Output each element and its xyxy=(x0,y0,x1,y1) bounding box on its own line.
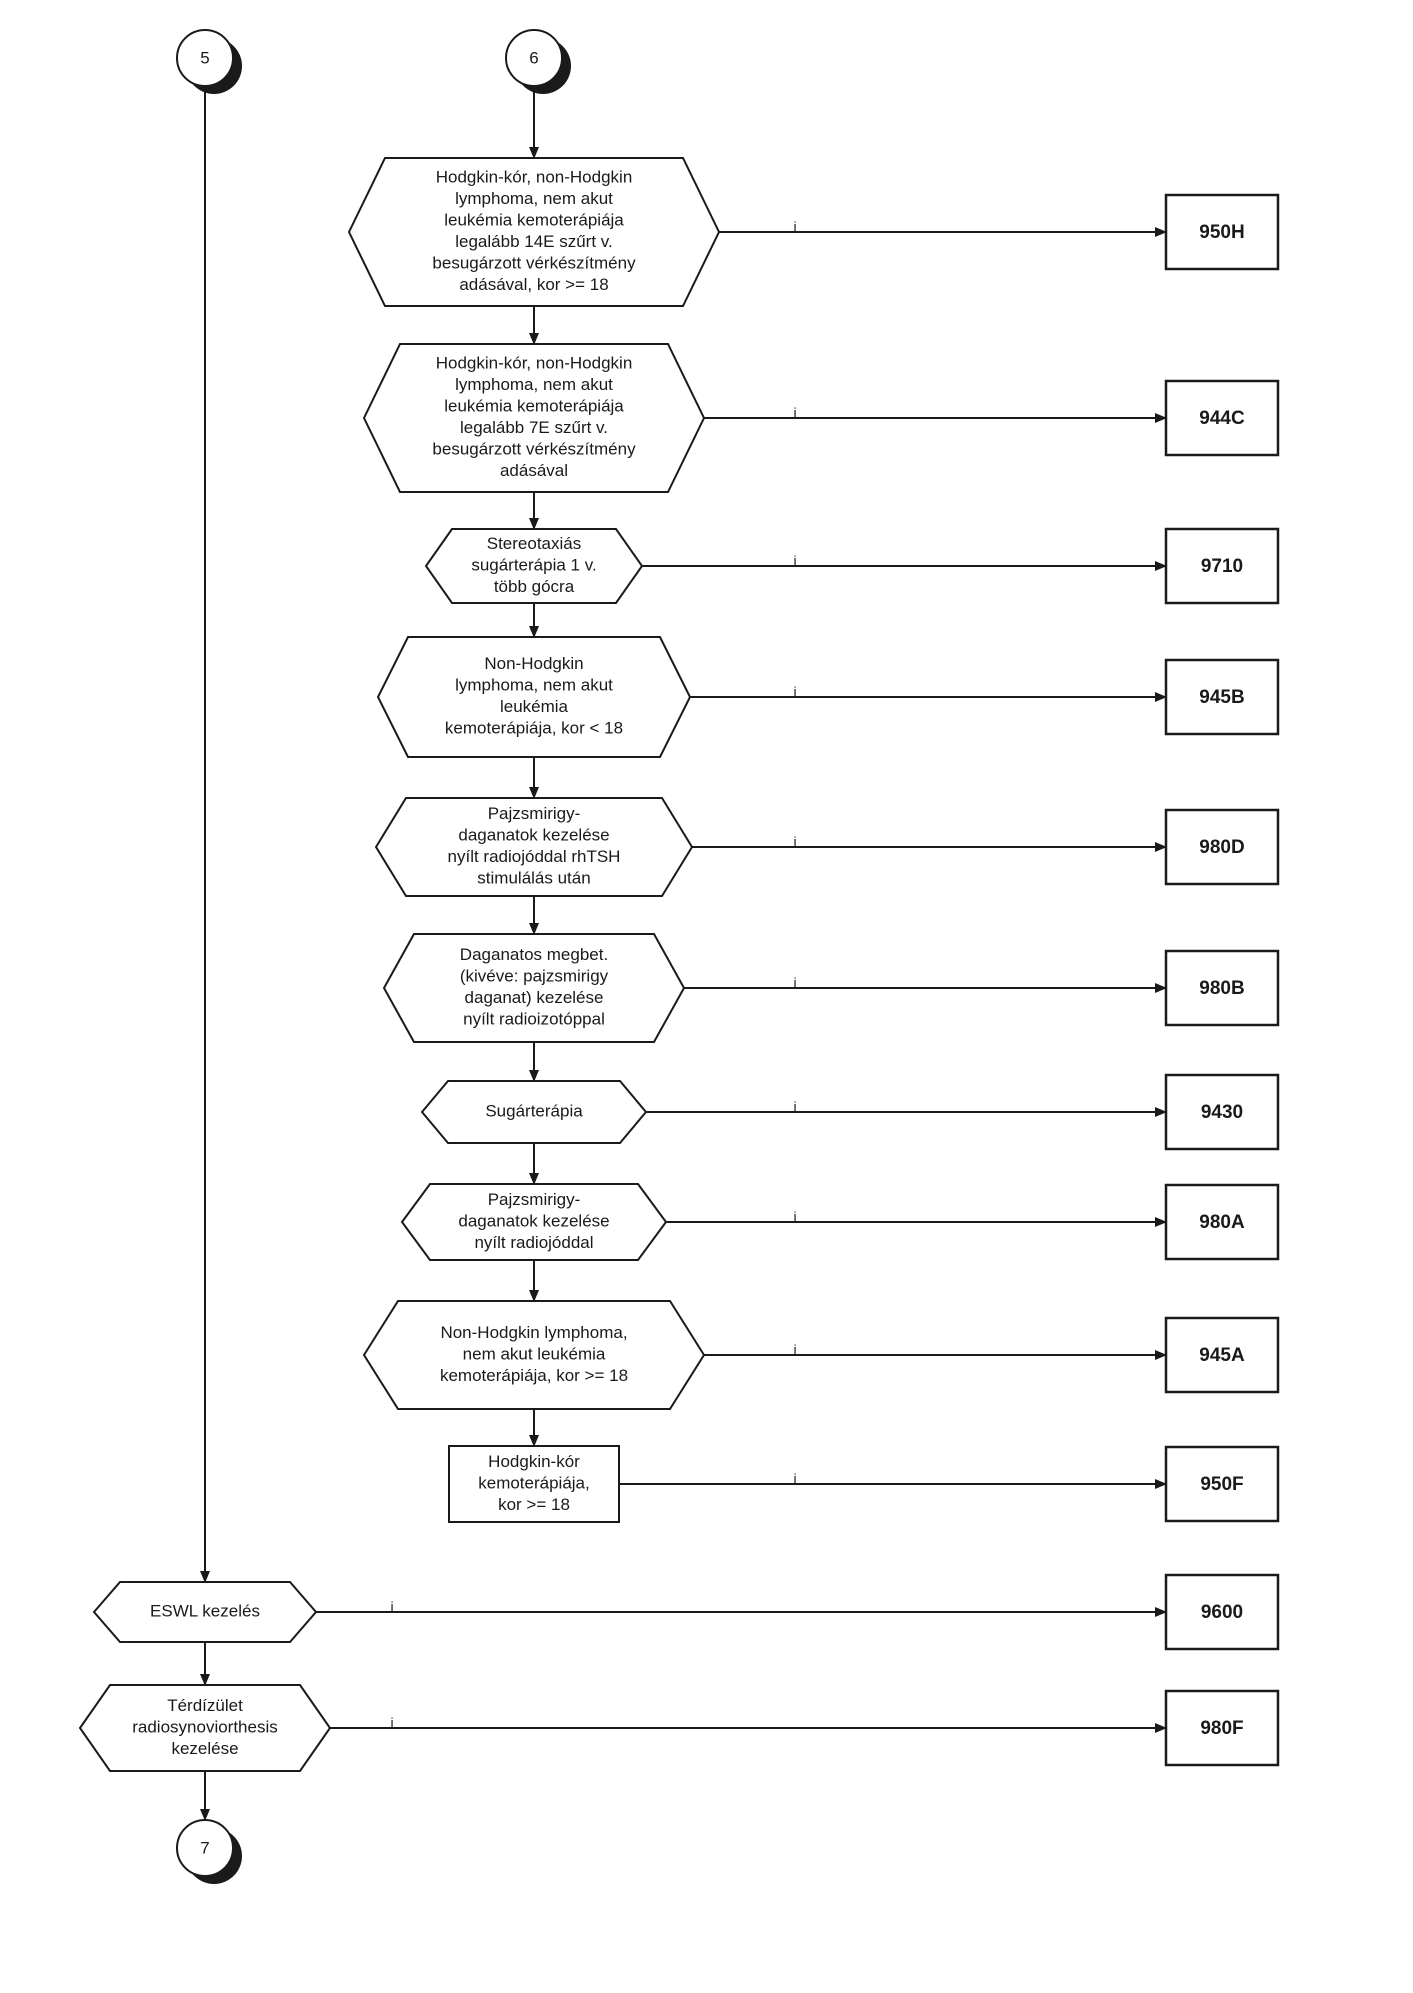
edge-label-i: i xyxy=(793,975,796,991)
decision-text-line: adásával xyxy=(500,461,568,480)
result-code-box: 945B xyxy=(1164,658,1280,736)
decision-text-line: leukémia xyxy=(500,697,569,716)
decision-text-line: besugárzott vérkészítmény xyxy=(432,254,636,273)
result-code: 9600 xyxy=(1201,1602,1243,1623)
result-code: 980D xyxy=(1199,837,1244,858)
edge-label-i: i xyxy=(793,1471,796,1487)
decision-text-line: daganatok kezelése xyxy=(458,1211,609,1230)
edge-label-i: i xyxy=(793,405,796,421)
decision-node: Pajzsmirigy-daganatok kezelése nyílt radi… xyxy=(374,797,694,897)
result-code-box: 9600 xyxy=(1164,1573,1280,1651)
decision-text-line: Pajzsmirigy- xyxy=(488,804,581,823)
connector-7: 7 xyxy=(176,1819,242,1884)
decision-text-line: leukémia kemoterápiája xyxy=(444,397,624,416)
edge-label-i: i xyxy=(793,1342,796,1358)
decision-text-line: Non-Hodgkin xyxy=(484,654,583,673)
result-code-box: 9710 xyxy=(1164,527,1280,605)
decision-text-line: daganatok kezelése xyxy=(458,826,609,845)
connector-6: 6 xyxy=(505,29,571,94)
edge-label-i: i xyxy=(793,1099,796,1115)
decision-text-line: sugárterápia 1 v. xyxy=(471,555,596,574)
decision-text-line: Hodgkin-kór, non-Hodgkin xyxy=(436,168,633,187)
result-code-box: 945A xyxy=(1164,1316,1280,1394)
decision-text-line: Stereotaxiás xyxy=(487,534,582,553)
edge-label-i: i xyxy=(793,219,796,235)
decision-node: Hodgkin-kór, non-Hodgkin lymphoma, nem ak… xyxy=(362,343,706,493)
edge-label-i: i xyxy=(793,684,796,700)
decision-text-line: Non-Hodgkin lymphoma, xyxy=(440,1323,627,1342)
decision-node: Hodgkin-kór kemoterápiája, kor >= 18 xyxy=(448,1445,620,1523)
decision-text-line: lymphoma, nem akut xyxy=(455,676,613,695)
result-code-box: 950F xyxy=(1164,1445,1280,1523)
edge-label-i: i xyxy=(793,1209,796,1225)
decision-node: Sugárterápia xyxy=(420,1080,648,1144)
decision-text-line: legalább 7E szűrt v. xyxy=(460,418,608,437)
decision-text-line: besugárzott vérkészítmény xyxy=(432,440,636,459)
edge-label-i: i xyxy=(793,834,796,850)
result-code-box: 9430 xyxy=(1164,1073,1280,1151)
decision-text-line: több gócra xyxy=(494,577,575,596)
decision-text-line: kor >= 18 xyxy=(498,1495,570,1514)
decision-node: Daganatos megbet. (kivéve: pajzsmirigy dag… xyxy=(382,933,686,1043)
decision-text-line: nyílt radioizotóppal xyxy=(463,1010,605,1029)
result-code: 945B xyxy=(1199,687,1244,708)
decision-text-line: Térdízület xyxy=(167,1696,243,1715)
result-code-box: 980B xyxy=(1164,949,1280,1027)
decision-node: ESWL kezelés xyxy=(92,1581,318,1643)
decision-text-line: adásával, kor >= 18 xyxy=(459,275,608,294)
decision-text-line: (kivéve: pajzsmirigy xyxy=(460,967,609,986)
decision-text-line: lymphoma, nem akut xyxy=(455,375,613,394)
result-code-box: 980A xyxy=(1164,1183,1280,1261)
decision-node: Térdízület radiosynoviorthesis kezelése xyxy=(78,1684,332,1772)
decision-node: Non-Hodgkin lymphoma, nem akut leukémia kem… xyxy=(376,636,692,758)
result-code: 980A xyxy=(1199,1212,1245,1233)
result-code-box: 944C xyxy=(1164,379,1280,457)
result-code-box: 980F xyxy=(1164,1689,1280,1767)
connector-5: 5 xyxy=(176,29,242,94)
decision-text-line: kezelése xyxy=(171,1739,238,1758)
edges: i i i i i i i i i i i i xyxy=(200,86,1167,1821)
decision-text-line: Sugárterápia xyxy=(485,1101,583,1120)
result-code: 950H xyxy=(1199,222,1244,243)
result-code: 9430 xyxy=(1201,1102,1243,1123)
decision-node: Pajzsmirigy-daganatok kezelése nyílt radi… xyxy=(400,1183,668,1261)
decision-text-line: ESWL kezelés xyxy=(150,1601,260,1620)
decision-text-line: Daganatos megbet. xyxy=(460,945,608,964)
decision-text-line: nyílt radiojóddal rhTSH xyxy=(448,847,621,866)
decision-text-line: lymphoma, nem akut xyxy=(455,189,613,208)
decision-text-line: kemoterápiája, kor < 18 xyxy=(445,719,623,738)
edge-label-i: i xyxy=(793,553,796,569)
decision-text-line: daganat) kezelése xyxy=(465,988,604,1007)
decision-node: Stereotaxiás sugárterápia 1 v. több gócra xyxy=(424,528,644,604)
edge-label-i: i xyxy=(390,1715,393,1731)
decision-text-line: nem akut leukémia xyxy=(463,1344,606,1363)
result-code-box: 950H xyxy=(1164,193,1280,271)
decision-text-line: kemoterápiája, kor >= 18 xyxy=(440,1366,628,1385)
decision-text-line: nyílt radiojóddal xyxy=(474,1233,593,1252)
decision-node: Hodgkin-kór, non-Hodgkin lymphoma, nem ak… xyxy=(347,157,721,307)
decision-text-line: Pajzsmirigy- xyxy=(488,1190,581,1209)
nodes: 5 6 7 Hodgkin-kór, non-Hodgkin lymphoma, nem… xyxy=(78,29,1280,1884)
decision-text-line: kemoterápiája, xyxy=(478,1473,590,1492)
result-code: 9710 xyxy=(1201,556,1243,577)
decision-text-line: leukémia kemoterápiája xyxy=(444,211,624,230)
decision-text-line: legalább 14E szűrt v. xyxy=(455,232,613,251)
connector-label: 5 xyxy=(200,48,209,67)
result-code: 944C xyxy=(1199,408,1245,429)
result-code: 980F xyxy=(1200,1718,1243,1739)
decision-text-line: Hodgkin-kór xyxy=(488,1452,580,1471)
edge-label-i: i xyxy=(390,1599,393,1615)
result-code-box: 980D xyxy=(1164,808,1280,886)
decision-text-line: Hodgkin-kór, non-Hodgkin xyxy=(436,354,633,373)
result-code: 980B xyxy=(1199,978,1244,999)
result-code: 945A xyxy=(1199,1345,1245,1366)
decision-text-line: stimulálás után xyxy=(477,869,590,888)
decision-text-line: radiosynoviorthesis xyxy=(132,1717,278,1736)
connector-label: 6 xyxy=(529,48,538,67)
result-code: 950F xyxy=(1200,1474,1243,1495)
decision-node: Non-Hodgkin lymphoma, nem akut leukémia ke… xyxy=(362,1300,706,1410)
connector-label: 7 xyxy=(200,1838,209,1857)
